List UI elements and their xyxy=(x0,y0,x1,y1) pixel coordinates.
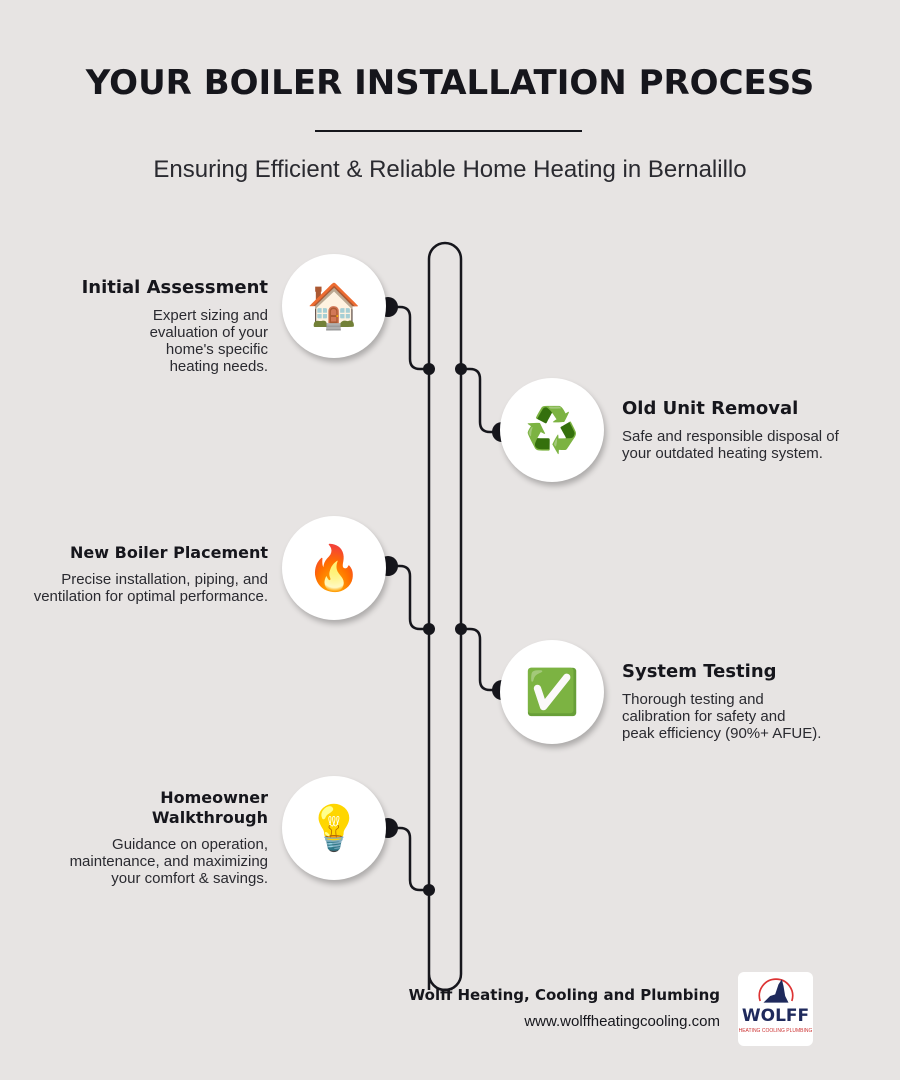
step-new-boiler-placement: New Boiler Placement Precise installatio… xyxy=(28,543,268,605)
step-title: Homeowner Walkthrough xyxy=(151,788,268,827)
step-title: Old Unit Removal xyxy=(622,398,799,419)
step-title: New Boiler Placement xyxy=(70,543,268,562)
fire-icon: 🔥 xyxy=(282,516,386,620)
connector-dot xyxy=(423,884,435,896)
title-divider xyxy=(315,130,582,132)
wolff-logo: WOLFF HEATING COOLING PLUMBING xyxy=(738,972,813,1046)
connector-dot xyxy=(423,363,435,375)
house-icon: 🏠 xyxy=(282,254,386,358)
company-website[interactable]: www.wolffheatingcooling.com xyxy=(524,1013,720,1030)
recycle-icon: ♻️ xyxy=(500,378,604,482)
step-description: Thorough testing and calibration for saf… xyxy=(622,691,822,742)
step-old-unit-removal: Old Unit Removal Safe and responsible di… xyxy=(622,398,842,462)
connector-4 xyxy=(461,627,502,692)
step-title: Initial Assessment xyxy=(81,277,268,298)
step-initial-assessment: Initial Assessment Expert sizing and eva… xyxy=(28,277,268,375)
connector-3 xyxy=(388,564,429,631)
check-mark-icon: ✅ xyxy=(500,640,604,744)
step-homeowner-walkthrough: Homeowner Walkthrough Guidance on operat… xyxy=(28,788,268,887)
step-system-testing: System Testing Thorough testing and cali… xyxy=(622,661,842,742)
connector-5 xyxy=(388,826,429,892)
step-description: Precise installation, piping, and ventil… xyxy=(33,571,268,605)
connector-dot xyxy=(423,623,435,635)
connector-2 xyxy=(461,367,502,434)
step-description: Safe and responsible disposal of your ou… xyxy=(622,428,839,462)
page-title: YOUR BOILER INSTALLATION PROCESS xyxy=(85,63,815,103)
connector-dot xyxy=(455,363,467,375)
light-bulb-icon: 💡 xyxy=(282,776,386,880)
connector-dot xyxy=(455,623,467,635)
logo-text: WOLFF xyxy=(741,1006,810,1026)
logo-tagline: HEATING COOLING PLUMBING xyxy=(738,1028,813,1034)
company-name: Wolff Heating, Cooling and Plumbing xyxy=(408,986,720,1004)
step-description: Expert sizing and evaluation of your hom… xyxy=(149,307,268,375)
step-title: System Testing xyxy=(622,661,777,682)
step-description: Guidance on operation, maintenance, and … xyxy=(69,836,268,887)
timeline-loop xyxy=(427,241,463,992)
connector-1 xyxy=(388,305,429,371)
wolf-logo-icon xyxy=(758,978,793,1003)
page-subtitle: Ensuring Efficient & Reliable Home Heati… xyxy=(153,156,747,183)
